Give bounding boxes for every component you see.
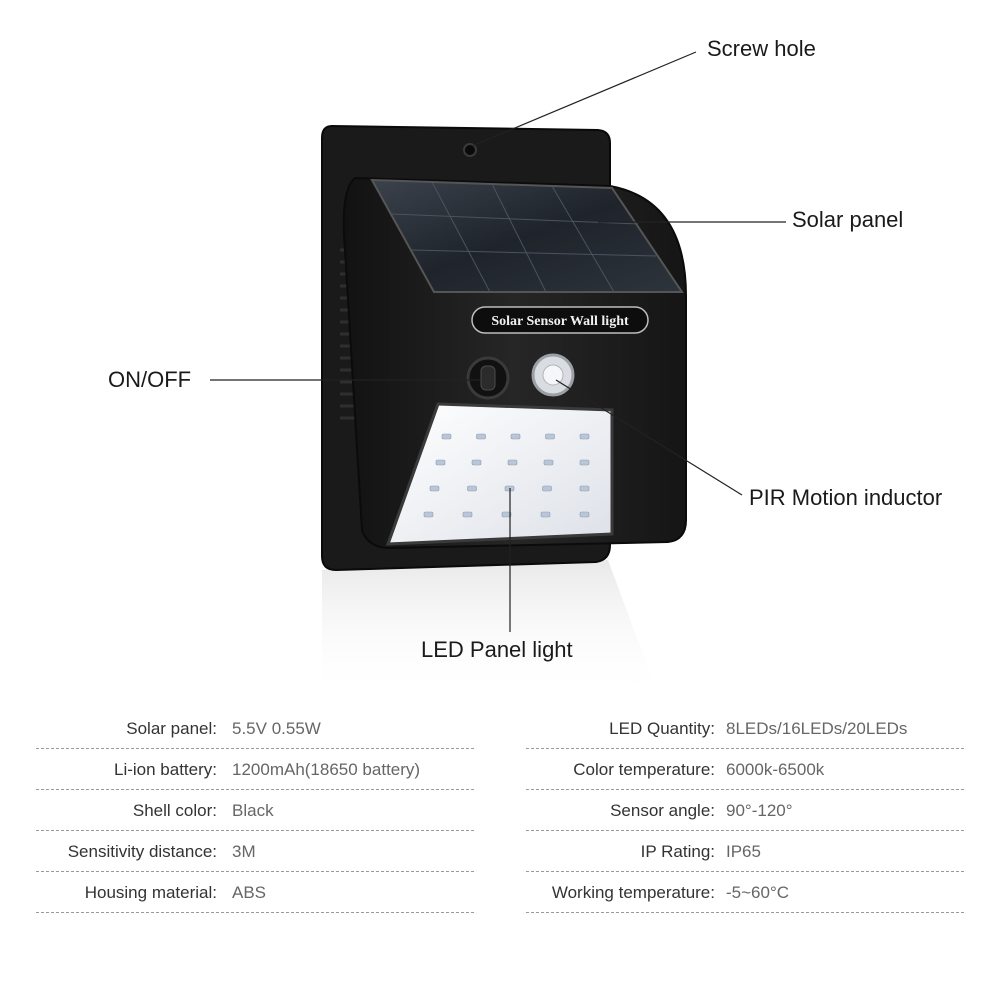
led-chip	[543, 459, 554, 466]
spec-row: Shell color: Black	[36, 790, 474, 831]
led-chip	[462, 511, 473, 518]
spec-value: 3M	[232, 842, 256, 861]
spec-value: 1200mAh(18650 battery)	[232, 760, 421, 779]
product-badge-text: Solar Sensor Wall light	[491, 314, 629, 329]
led-chip	[542, 485, 552, 492]
solar-cells	[391, 181, 657, 293]
led-chip	[510, 433, 521, 440]
led-chip	[467, 485, 477, 492]
spec-row: Sensor angle: 90°-120°	[526, 790, 964, 831]
led-chip	[429, 485, 440, 492]
led-chip	[435, 459, 446, 466]
spec-row: IP Rating: IP65	[526, 831, 964, 872]
spec-label: IP Rating:	[640, 842, 715, 861]
callout-screw-hole: Screw hole	[707, 36, 816, 61]
spec-label: Li-ion battery:	[114, 760, 217, 779]
callout-solar-panel: Solar panel	[792, 207, 904, 232]
spec-label: Sensitivity distance:	[67, 842, 217, 861]
spec-value: Black	[232, 801, 274, 820]
led-chip	[545, 433, 555, 440]
spec-label: Color temperature:	[573, 760, 715, 779]
spec-value: 90°-120°	[726, 801, 793, 820]
spec-value: -5~60°C	[726, 883, 790, 902]
leader-lines	[210, 51, 786, 632]
spec-row: Li-ion battery: 1200mAh(18650 battery)	[36, 749, 474, 790]
led-chip	[507, 459, 518, 466]
spec-label: Working temperature:	[551, 883, 715, 902]
spec-value: IP65	[726, 842, 761, 861]
led-dots	[423, 433, 590, 518]
led-chip	[579, 485, 590, 492]
spec-row: Sensitivity distance: 3M	[36, 831, 474, 872]
callout-pir: PIR Motion inductor	[749, 485, 943, 510]
led-chip	[423, 511, 434, 518]
spec-label: Shell color:	[132, 801, 217, 820]
led-chip	[441, 433, 452, 440]
product-badge	[471, 306, 649, 334]
reflection	[322, 560, 660, 700]
on-off-toggle	[480, 365, 496, 391]
led-chip	[540, 511, 551, 518]
spec-value: ABS	[232, 883, 267, 902]
led-chip	[471, 459, 482, 466]
spec-row: Working temperature: -5~60°C	[526, 872, 964, 913]
solar-panel	[370, 178, 684, 293]
callout-led-panel: LED Panel light	[421, 637, 573, 662]
spec-label: Sensor angle:	[610, 801, 715, 820]
led-chip	[501, 511, 512, 518]
screw-hole-leader	[471, 51, 697, 147]
pir-sensor-lens	[542, 364, 564, 386]
spec-label: Housing material:	[84, 883, 217, 902]
screw-hole	[463, 143, 477, 157]
led-chip	[476, 433, 486, 440]
spec-label: LED Quantity:	[609, 719, 715, 738]
product-diagram: Solar Sensor Wall light	[210, 51, 786, 700]
led-chip	[579, 433, 590, 440]
spec-row: Color temperature: 6000k-6500k	[526, 749, 964, 790]
pir-leader	[555, 379, 743, 496]
spec-label: Solar panel:	[126, 719, 217, 738]
spec-value: 5.5V 0.55W	[232, 719, 321, 738]
spec-row: Solar panel: 5.5V 0.55W	[36, 708, 474, 749]
spec-value: 8LEDs/16LEDs/20LEDs	[726, 719, 908, 738]
spec-row: LED Quantity: 8LEDs/16LEDs/20LEDs	[526, 708, 964, 749]
led-chip	[579, 511, 590, 518]
spec-value: 6000k-6500k	[726, 760, 825, 779]
callout-on-off: ON/OFF	[108, 367, 192, 392]
led-chip	[579, 459, 590, 466]
spec-row: Housing material: ABS	[36, 872, 474, 913]
